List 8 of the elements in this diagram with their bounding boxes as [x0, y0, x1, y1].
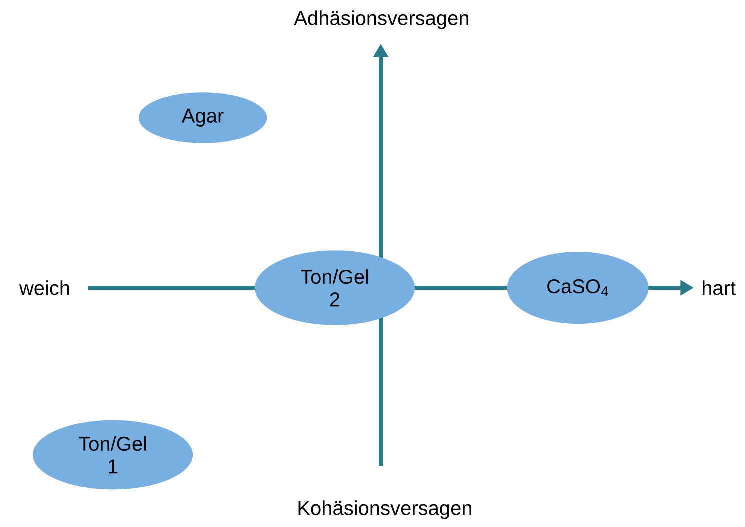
axis-label: weich	[19, 280, 70, 296]
ellipse-node: Agar	[138, 92, 268, 144]
axis-label: Kohäsionsversagen	[298, 500, 472, 520]
axis-label: Adhäsionsversagen	[294, 10, 469, 30]
axis-label: hart	[702, 280, 736, 296]
ellipse-node: Ton/Gel 2	[255, 250, 415, 326]
ellipse-node: Ton/Gel 1	[33, 420, 193, 490]
ellipse-node: CaSO$_{4}$	[507, 252, 649, 324]
